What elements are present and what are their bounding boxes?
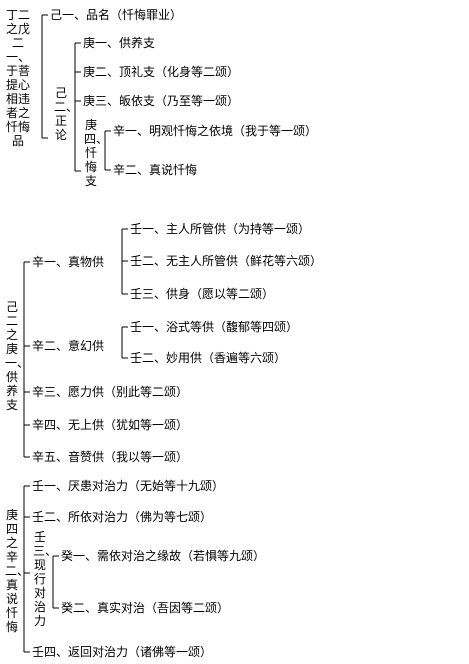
section2-ren2-2-label: 壬二、妙用供（香遍等六颂） <box>130 351 287 365</box>
section2-ren2-1-label: 壬一、浴式等供（馥郁等四颂） <box>130 320 299 334</box>
section1-xin1-label: 辛一、明观忏悔之依境（我于等一颂） <box>113 124 318 138</box>
section2-ren2-label: 壬二、无主人所管供（鲜花等六颂） <box>130 254 323 268</box>
section2-root-label: 己二之庚一、供养支 <box>5 300 30 412</box>
section2-xin4-label: 辛四、无上供（犹如等一颂） <box>32 418 189 432</box>
section1-root-label: 丁二之戊二一、于菩提心相违者之忏悔品 <box>5 8 30 148</box>
section3-gui1-label: 癸一、需依对治之缘故（若惧等九颂） <box>61 549 266 563</box>
section2-xin1-label: 辛一、真物供 <box>32 255 105 269</box>
section3-ren3-label: 壬三、现行对治力 <box>33 530 58 628</box>
section2-ren3-label: 壬三、供身（愿以等二颂） <box>130 287 275 301</box>
section1-geng2-label: 庚二、顶礼支（化身等二颂） <box>83 65 240 79</box>
section1-ji1-label: 己一、品名（忏悔罪业） <box>50 8 183 22</box>
section3-root-label: 庚四之辛二、真说忏悔 <box>5 508 30 634</box>
section1-geng4-label: 庚四、忏悔支 <box>84 118 109 188</box>
section1-geng1-label: 庚一、供养支 <box>83 36 156 50</box>
section1-geng3-label: 庚三、皈依支（乃至等一颂） <box>83 94 240 108</box>
section3-ren1-label: 壬一、厌患对治力（无始等十九颂） <box>32 479 225 493</box>
section2-xin5-label: 辛五、音赞供（我以等一颂） <box>32 450 189 464</box>
section1-xin2-label: 辛二、真说忏悔 <box>113 163 198 177</box>
section2-ren1-label: 壬一、主人所管供（为持等一颂） <box>130 222 311 236</box>
section3-gui2-label: 癸二、真实对治（吾因等二颂） <box>61 601 230 615</box>
section1-ji2-label: 己二、正论 <box>54 86 79 142</box>
section2-xin3-label: 辛三、愿力供（别此等二颂） <box>32 385 189 399</box>
section2-xin2-label: 辛二、意幻供 <box>32 339 105 353</box>
section3-ren2-label: 壬二、所依对治力（佛为等七颂） <box>32 510 213 524</box>
section3-ren4-label: 壬四、返回对治力（诸佛等一颂） <box>32 645 213 659</box>
